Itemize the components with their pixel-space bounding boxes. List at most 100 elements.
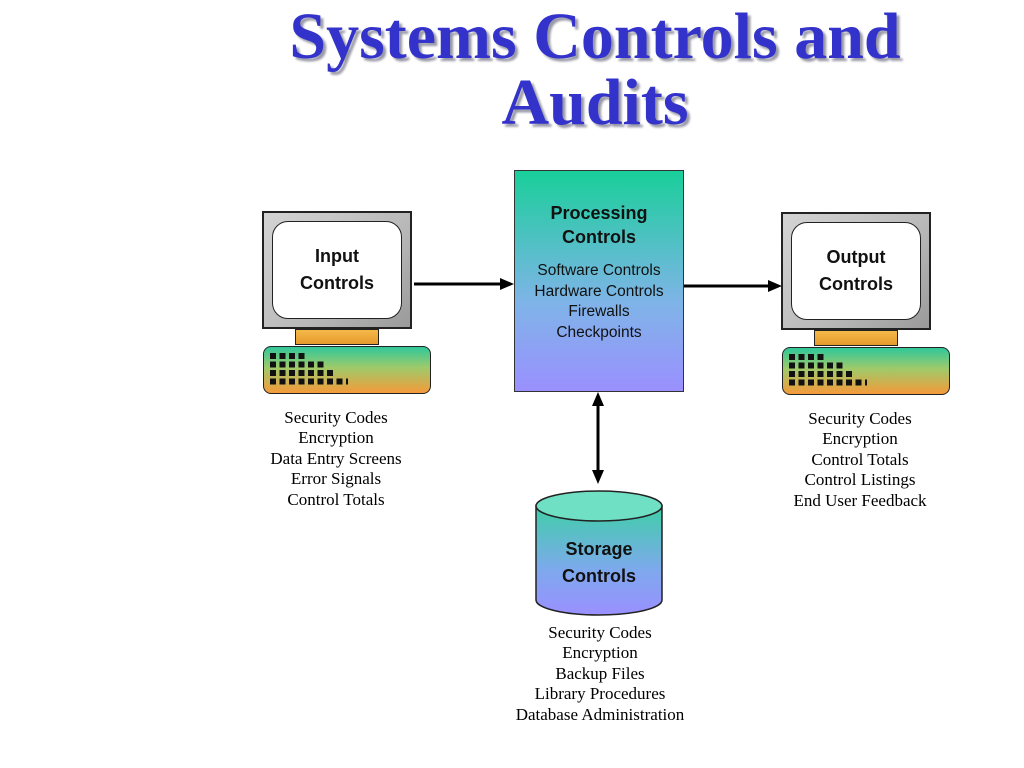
key-block (336, 378, 343, 385)
title-line-2: Audits (501, 66, 689, 139)
key-block (317, 361, 324, 368)
key-block (289, 353, 295, 359)
storage-item: Security Codes (548, 623, 652, 642)
processing-controls-list: Software Controls Hardware Controls Fire… (515, 261, 683, 343)
storage-cylinder (535, 490, 663, 616)
storage-label: Storage Controls (536, 536, 662, 590)
key-block (298, 370, 305, 376)
output-keyboard (782, 347, 950, 395)
key-block (270, 361, 276, 368)
key-block (817, 379, 824, 386)
key-block (798, 354, 805, 360)
key-block (836, 371, 843, 377)
key-block (279, 370, 286, 376)
key-block (298, 378, 305, 385)
key-block (289, 370, 295, 376)
storage-item: Encryption (562, 643, 638, 663)
processing-item: Software Controls (537, 262, 661, 279)
input-screen: Input Controls (272, 221, 402, 319)
output-label-line-2: Controls (819, 274, 893, 294)
output-monitor: Output Controls (781, 212, 931, 330)
key-block (789, 362, 795, 369)
output-item: End User Feedback (793, 490, 927, 510)
key-block (279, 361, 286, 368)
key-block (798, 362, 805, 369)
input-label-line-2: Controls (300, 273, 374, 293)
key-block (808, 379, 814, 386)
storage-label-line-2: Controls (562, 566, 636, 586)
key-block (789, 379, 795, 386)
key-block (270, 353, 276, 359)
processing-item: Checkpoints (556, 323, 642, 341)
output-item: Control Listings (804, 470, 916, 490)
processing-item: Firewalls (568, 303, 630, 320)
key-block (308, 361, 314, 368)
input-item: Error Signals (290, 469, 382, 489)
key-block (817, 362, 824, 369)
storage-label-line-1: Storage (565, 539, 633, 559)
output-keyboard-keys-icon (789, 354, 867, 386)
key-block (298, 353, 305, 359)
output-label-line-1: Output (826, 247, 886, 267)
input-keyboard (263, 346, 431, 394)
key-block (327, 378, 333, 385)
key-block (298, 361, 305, 368)
key-block (327, 370, 333, 376)
key-block (827, 379, 833, 386)
page-title: Systems Controls and Audits (205, 4, 985, 136)
key-block (317, 370, 324, 376)
key-block (346, 378, 348, 385)
key-block (279, 378, 286, 385)
title-line-1: Systems Controls and (289, 0, 901, 73)
input-controls-list: Security Codes Encryption Data Entry Scr… (236, 408, 436, 510)
output-item: Security Codes (808, 409, 912, 428)
key-block (308, 370, 314, 376)
key-block (308, 378, 314, 385)
input-label-line-1: Input (315, 246, 359, 266)
output-monitor-stand (814, 330, 898, 346)
key-block (817, 371, 824, 377)
key-block (789, 354, 795, 360)
output-controls-list: Security Codes Encryption Control Totals… (760, 409, 960, 511)
key-block (317, 378, 324, 385)
input-item: Security Codes (284, 408, 388, 427)
key-block (808, 354, 814, 360)
processing-item: Hardware Controls (534, 282, 664, 300)
key-block (798, 371, 805, 377)
key-block (827, 371, 833, 377)
key-block (855, 379, 862, 386)
key-block (279, 353, 286, 359)
key-block (817, 354, 824, 360)
key-block (270, 378, 276, 385)
key-block (846, 379, 852, 386)
input-item: Data Entry Screens (270, 448, 402, 468)
storage-item: Library Procedures (534, 684, 666, 704)
processing-controls-box: Processing Controls Software Controls Ha… (514, 170, 684, 392)
key-block (270, 370, 276, 376)
processing-label-line-2: Controls (562, 227, 636, 247)
key-block (289, 361, 295, 368)
processing-label-line-1: Processing (550, 203, 648, 223)
arrow-processing-to-output (684, 280, 782, 292)
key-block (789, 371, 795, 377)
input-item: Control Totals (287, 489, 385, 509)
key-block (827, 362, 833, 369)
key-block (836, 379, 843, 386)
key-block (865, 379, 867, 386)
output-item: Encryption (822, 429, 898, 449)
storage-controls-list: Security Codes Encryption Backup Files L… (480, 623, 720, 725)
input-keyboard-keys-icon (270, 353, 348, 385)
input-item: Encryption (298, 428, 374, 448)
input-monitor: Input Controls (262, 211, 412, 329)
key-block (289, 378, 295, 385)
storage-item: Backup Files (555, 663, 645, 683)
output-item: Control Totals (811, 449, 909, 469)
key-block (836, 362, 843, 369)
storage-item: Database Administration (515, 704, 685, 724)
arrow-processing-storage (592, 392, 604, 484)
key-block (846, 371, 852, 377)
output-screen: Output Controls (791, 222, 921, 320)
key-block (798, 379, 805, 386)
arrow-input-to-processing (414, 278, 514, 290)
